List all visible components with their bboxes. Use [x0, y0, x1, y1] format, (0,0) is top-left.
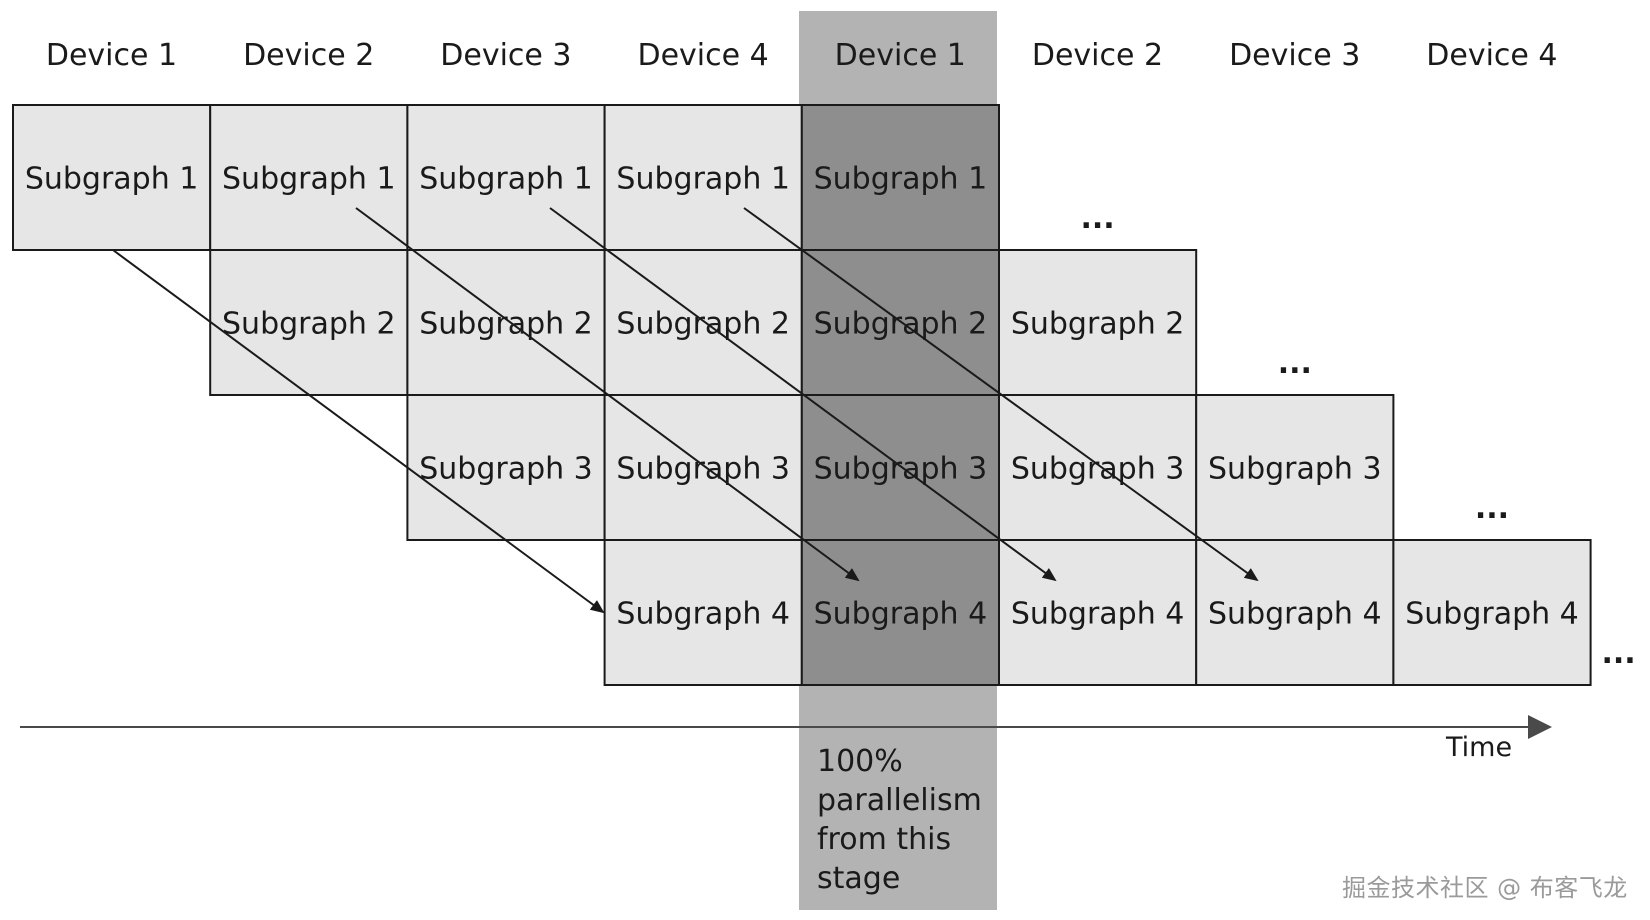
continuation-ellipsis: ... [1601, 636, 1635, 671]
subgraph-label: Subgraph 4 [1208, 597, 1382, 632]
subgraph-cell [603, 394, 803, 541]
continuation-ellipsis: ... [1080, 201, 1114, 236]
subgraph-label: Subgraph 4 [814, 597, 988, 632]
device-header-6: Device 2 [1031, 38, 1164, 73]
device-header-8: Device 4 [1426, 38, 1558, 73]
subgraph-label: Subgraph 3 [814, 452, 988, 487]
watermark: 掘金技术社区 @ 布客飞龙 [1342, 874, 1628, 902]
subgraph-label: Subgraph 2 [419, 307, 593, 342]
subgraph-cell [1392, 539, 1592, 686]
subgraph-cell [1195, 394, 1395, 541]
subgraph-label: Subgraph 3 [1208, 452, 1382, 487]
subgraph-cell [800, 394, 1000, 541]
subgraph-cell [998, 249, 1198, 396]
subgraph-label: Subgraph 3 [419, 452, 593, 487]
time-axis-label: Time [1446, 732, 1513, 763]
continuation-ellipsis: ... [1475, 491, 1509, 526]
subgraph-label: Subgraph 4 [616, 597, 790, 632]
subgraph-cell [800, 104, 1000, 251]
subgraph-cell [998, 394, 1198, 541]
device-header-5: Device 1 [834, 38, 966, 73]
subgraph-label: Subgraph 2 [616, 307, 790, 342]
subgraph-cell [1195, 539, 1395, 686]
device-header-1: Device 1 [45, 38, 178, 73]
subgraph-label: Subgraph 2 [222, 307, 396, 342]
subgraph-label: Subgraph 1 [616, 162, 790, 197]
subgraph-label: Subgraph 1 [419, 162, 593, 197]
dependency-arrow [743, 207, 1259, 582]
continuation-ellipsis: ... [1278, 346, 1312, 381]
subgraph-cell [406, 249, 606, 396]
subgraph-cell [406, 394, 606, 541]
subgraph-label: Subgraph 1 [814, 162, 988, 197]
subgraph-label: Subgraph 3 [616, 452, 790, 487]
subgraph-label: Subgraph 2 [1011, 307, 1185, 342]
dependency-arrow [355, 207, 860, 582]
subgraph-cell [603, 249, 803, 396]
dependency-arrow [549, 207, 1057, 582]
subgraph-cell [406, 104, 606, 251]
device-header-3: Device 3 [440, 38, 572, 73]
subgraph-label: Subgraph 4 [1405, 597, 1579, 632]
device-header-7: Device 3 [1229, 38, 1361, 73]
parallelism-note: 100% parallelism from this stage [817, 744, 982, 896]
subgraph-label: Subgraph 1 [25, 162, 199, 197]
subgraph-label: Subgraph 2 [814, 307, 988, 342]
device-header-4: Device 4 [637, 38, 769, 73]
subgraph-label: Subgraph 4 [1011, 597, 1185, 632]
subgraph-cell [800, 539, 1000, 686]
subgraph-label: Subgraph 3 [1011, 452, 1185, 487]
dependency-arrow [112, 249, 605, 614]
device-header-2: Device 2 [243, 38, 375, 73]
subgraph-label: Subgraph 1 [222, 162, 396, 197]
